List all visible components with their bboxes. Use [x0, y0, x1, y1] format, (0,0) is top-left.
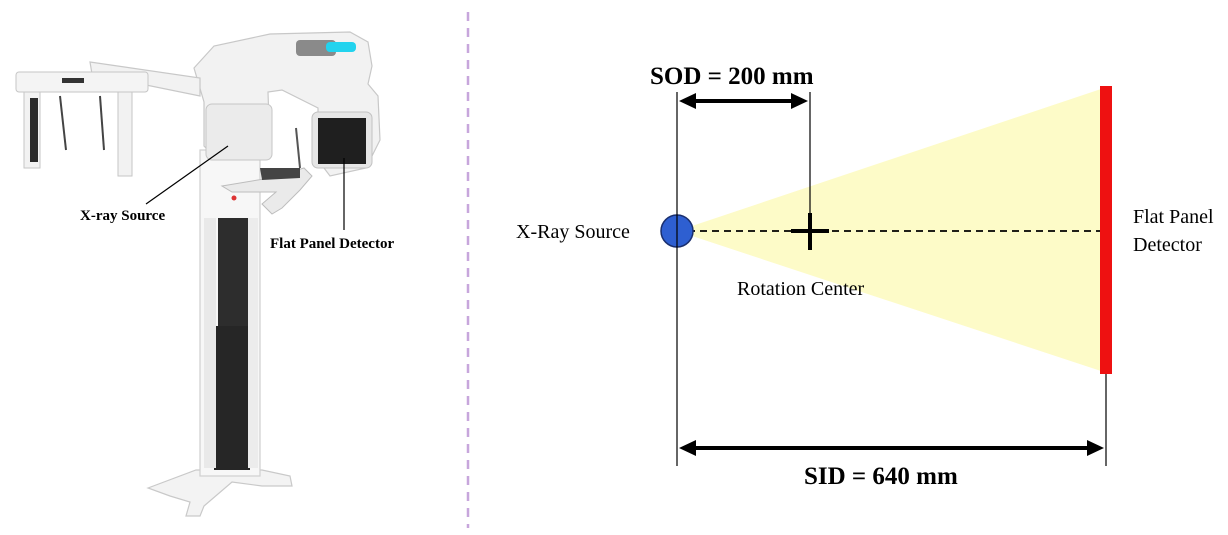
detector-panel — [318, 118, 366, 164]
xray-source-device-label: X-ray Source — [80, 208, 165, 224]
geometry-diagram: SOD = 200 mm SID = 640 mm X-Ray Source R… — [516, 63, 1214, 490]
xray-source-unit — [205, 103, 273, 161]
status-light — [326, 42, 356, 52]
detector-device-label: Flat Panel Detector — [270, 236, 394, 252]
rotation-center-label: Rotation Center — [737, 278, 865, 300]
xray-source-leader — [145, 145, 229, 205]
sid-label: SID = 640 mm — [804, 463, 958, 490]
rotation-center-marker — [791, 213, 829, 250]
xray-source-label: X-Ray Source — [516, 221, 630, 243]
xray-beam — [677, 88, 1104, 372]
cbct-device-illustration: X-ray Source Flat Panel Detector — [15, 31, 394, 517]
sod-dimension-arrow — [679, 93, 808, 109]
sod-label: SOD = 200 mm — [650, 63, 814, 90]
detector-label-line1: Flat Panel — [1133, 206, 1214, 228]
column-dark-upper — [218, 218, 248, 326]
detector-label-line2: Detector — [1133, 234, 1202, 256]
column-dark-lower — [214, 326, 250, 470]
sid-dimension-arrow — [679, 440, 1104, 456]
device-base — [146, 469, 293, 517]
flat-panel-detector — [1100, 86, 1112, 374]
